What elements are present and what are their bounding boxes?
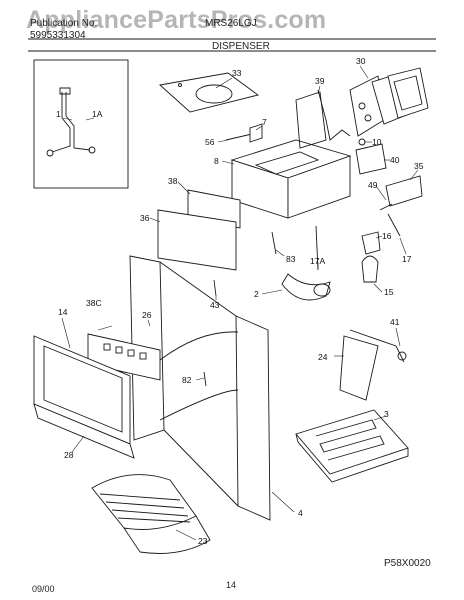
callout-17a: 17A xyxy=(310,256,325,266)
callout-14: 14 xyxy=(58,307,68,317)
part-8-housing xyxy=(230,91,352,219)
leader-lines xyxy=(61,65,419,541)
part-49-clip xyxy=(379,203,393,211)
part-16-valve xyxy=(361,231,381,255)
part-30-door-assembly xyxy=(349,67,429,137)
callout-1: 1 xyxy=(56,109,61,119)
part-33-top-plate xyxy=(159,72,260,113)
diagram-code: P58X0020 xyxy=(384,558,431,569)
callout-49: 49 xyxy=(368,180,378,190)
footer-date: 09/00 xyxy=(32,584,55,594)
footer-page: 14 xyxy=(226,580,237,590)
model-number: MRS26LGJ xyxy=(205,18,257,29)
part-83-screw xyxy=(271,231,277,255)
publication-number: 5995331304 xyxy=(30,30,86,41)
part-56-screw xyxy=(225,133,253,141)
callout-16: 16 xyxy=(382,231,392,241)
callout-38: 38 xyxy=(168,176,178,186)
callout-1a: 1A xyxy=(92,109,103,119)
part-3-heater xyxy=(295,409,409,483)
wire-harness-inset xyxy=(33,59,129,189)
part-17-screw xyxy=(387,213,401,237)
callout-36: 36 xyxy=(140,213,150,223)
callout-26: 26 xyxy=(142,310,152,320)
callout-2: 2 xyxy=(254,289,259,299)
callout-40: 40 xyxy=(390,155,400,165)
part-24-arm xyxy=(339,329,407,401)
part-23-drip-tray xyxy=(91,474,211,554)
part-7-bracket xyxy=(249,123,263,143)
callout-28: 28 xyxy=(64,450,74,460)
part-40-motor xyxy=(355,143,387,175)
part-82-screw xyxy=(203,371,207,387)
callout-33: 33 xyxy=(232,68,242,78)
callout-15: 15 xyxy=(384,287,394,297)
callout-8: 8 xyxy=(214,156,219,166)
callout-30: 30 xyxy=(356,56,366,66)
callout-41: 41 xyxy=(390,317,400,327)
part-39-wire xyxy=(317,89,351,141)
part-28-lower-panel xyxy=(33,403,135,459)
callout-35: 35 xyxy=(414,161,424,171)
callout-24: 24 xyxy=(318,352,328,362)
part-35-actuator xyxy=(385,175,423,207)
callout-56: 56 xyxy=(205,137,215,147)
part-36-panel xyxy=(157,209,237,271)
callout-4: 4 xyxy=(298,508,303,518)
callout-23: 23 xyxy=(198,536,208,546)
callout-labels: 1 1A 33 30 39 7 56 10 8 40 35 38 49 36 1… xyxy=(56,56,424,546)
part-43-screw xyxy=(213,279,217,297)
callout-82: 82 xyxy=(182,375,192,385)
callout-39: 39 xyxy=(315,76,325,86)
watermark: AppliancePartsPros.com xyxy=(26,6,327,34)
callout-83: 83 xyxy=(286,254,296,264)
part-38c-control-board xyxy=(87,333,161,381)
section-title: DISPENSER xyxy=(212,41,270,52)
publication-label: Publication No. xyxy=(30,18,98,29)
callout-38c: 38C xyxy=(86,298,102,308)
callout-7: 7 xyxy=(262,117,267,127)
callout-10: 10 xyxy=(372,137,382,147)
callout-17: 17 xyxy=(402,254,412,264)
part-15-bulb xyxy=(361,255,379,283)
part-17a-screw xyxy=(315,225,319,271)
callout-3: 3 xyxy=(384,409,389,419)
part-2-funnel xyxy=(281,273,331,301)
callout-43: 43 xyxy=(210,300,220,310)
